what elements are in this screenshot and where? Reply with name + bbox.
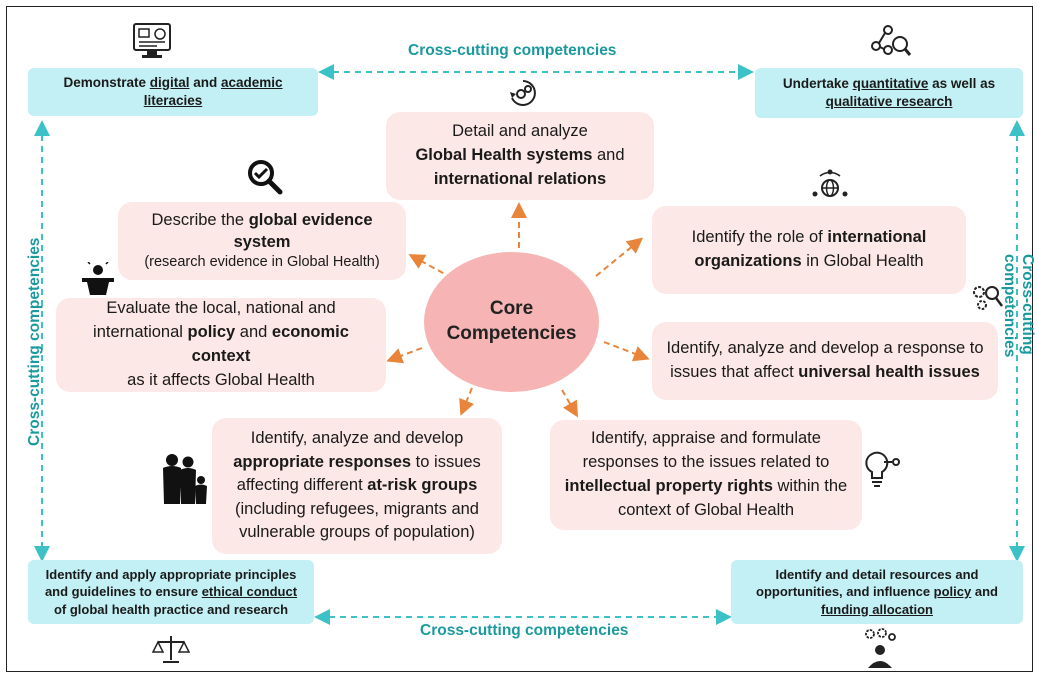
arrow-to-policy	[386, 347, 423, 364]
competency-at-risk-groups: Identify, analyze and develop appropriat…	[212, 418, 502, 554]
competency-international-orgs: Identify the role of international organ…	[652, 206, 966, 294]
globe-people-icon	[812, 169, 848, 197]
corner-ethical-conduct: Identify and apply appropriate principle…	[28, 560, 314, 624]
cc-label-right: Cross-cutting competencies	[1001, 254, 1036, 358]
family-group-icon	[163, 454, 207, 504]
cc-label-top: Cross-cutting competencies	[408, 42, 617, 59]
arrow-to-universal	[603, 341, 650, 362]
arrow-to-evidence	[408, 254, 453, 279]
cc-label-left: Cross-cutting competencies	[26, 237, 43, 446]
figure-frame	[6, 6, 1033, 672]
competency-evidence-system: Describe the global evidence system (res…	[118, 202, 406, 280]
arrow-to-atrisk	[459, 387, 474, 416]
computer-dashboard-icon	[133, 23, 171, 58]
person-gears-icon	[865, 628, 896, 668]
cycle-gears-icon	[510, 80, 536, 106]
core-competencies-node: Core Competencies	[424, 252, 599, 392]
competency-universal-health: Identify, analyze and develop a response…	[652, 322, 998, 400]
justice-scales-icon	[151, 636, 191, 663]
arrow-to-orgs	[595, 237, 644, 277]
speaker-podium-icon	[82, 262, 114, 295]
competency-policy-context: Evaluate the local, national and interna…	[56, 298, 386, 392]
arrow-to-ip	[561, 389, 579, 418]
competency-intellectual-property: Identify, appraise and formulate respons…	[550, 420, 862, 530]
cc-label-bottom: Cross-cutting competencies	[420, 622, 629, 639]
gear-search-icon	[973, 286, 1003, 310]
lightbulb-idea-icon	[865, 451, 900, 487]
competency-health-systems: Detail and analyze Global Health systems…	[386, 112, 654, 200]
network-search-icon	[871, 25, 912, 56]
magnifier-check-icon	[248, 160, 283, 195]
